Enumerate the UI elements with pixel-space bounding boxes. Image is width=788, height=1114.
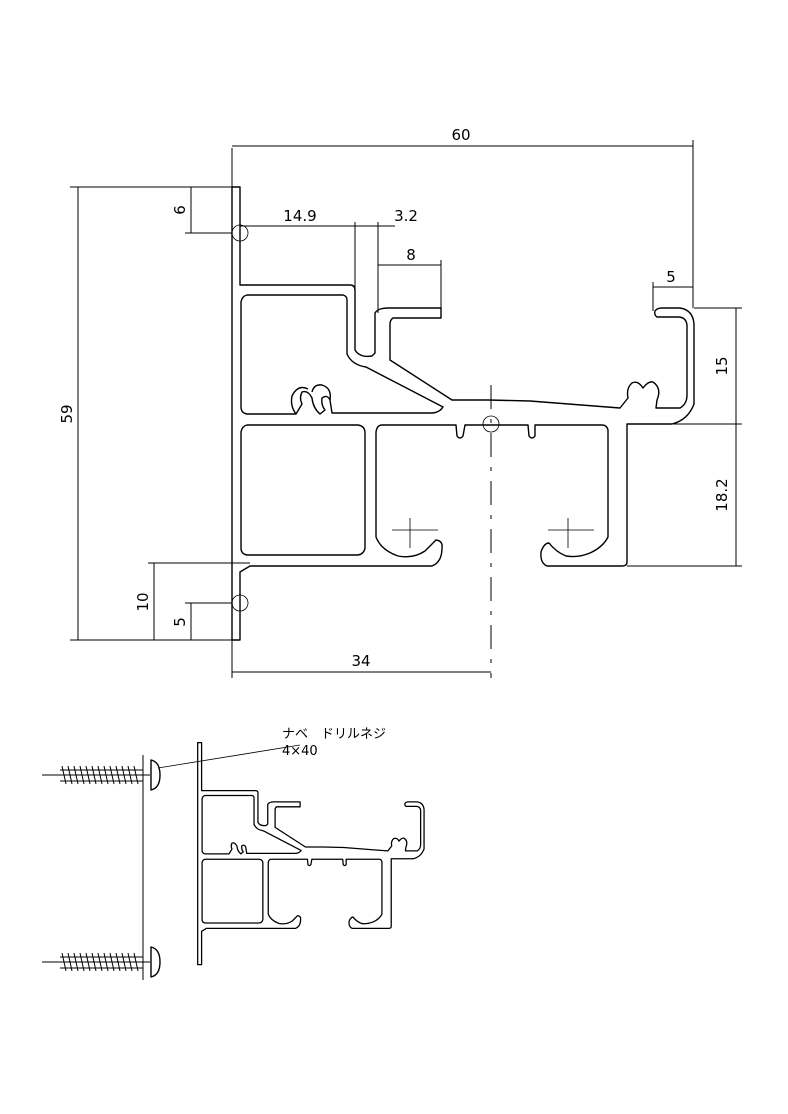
main-profile bbox=[231, 186, 695, 678]
screw-note-line1: ナベ ドリルネジ bbox=[282, 727, 386, 742]
dim-center-distance: 34 bbox=[351, 652, 370, 670]
bottom-screw bbox=[42, 946, 161, 978]
dim-right-lip: 5 bbox=[666, 268, 676, 286]
top-screw bbox=[42, 759, 161, 791]
dim-upper-height: 15 bbox=[713, 356, 731, 375]
dim-lower-height: 18.2 bbox=[713, 478, 731, 511]
screw-note: ナベ ドリルネジ 4×40 bbox=[282, 727, 386, 759]
dim-overall-width: 60 bbox=[451, 126, 470, 144]
dim-overall-height: 59 bbox=[58, 404, 76, 423]
dim-lip-width: 8 bbox=[406, 246, 416, 264]
dim-bottom-hole: 5 bbox=[171, 617, 189, 627]
dimension-lines bbox=[70, 140, 742, 678]
screw-note-line2: 4×40 bbox=[282, 744, 318, 759]
dim-bottom-offset: 10 bbox=[134, 592, 152, 611]
dim-top-offset: 6 bbox=[171, 205, 189, 215]
installed-view bbox=[42, 741, 425, 980]
dimension-labels: 60 59 6 14.9 3.2 8 5 15 18.2 10 5 34 bbox=[58, 126, 731, 670]
dim-slot-width: 3.2 bbox=[394, 207, 418, 225]
dim-hook-offset: 14.9 bbox=[283, 207, 316, 225]
